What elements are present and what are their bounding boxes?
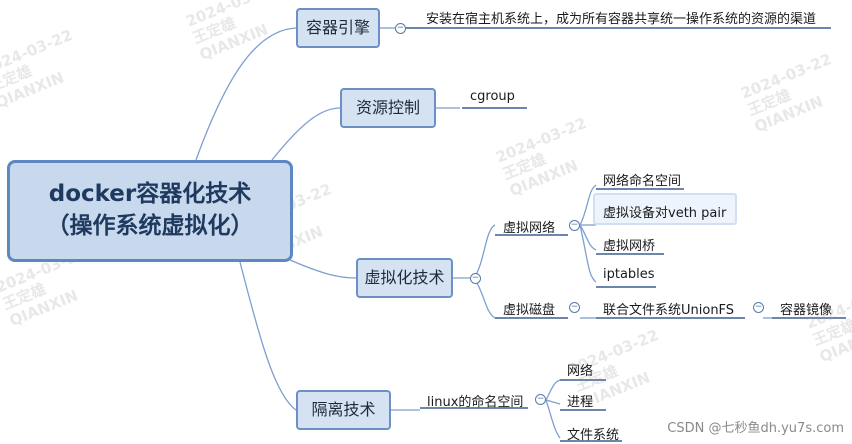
branch-container-engine[interactable]: 容器引擎 [296,8,380,48]
namespace-label[interactable]: linux的命名空间 [427,395,524,410]
engine-detail: 安装在宿主机系统上，成为所有容器共享统一操作系统的资源的渠道 [426,12,817,27]
network-item[interactable]: 虚拟网桥 [603,239,656,254]
branch-label: 隔离技术 [311,400,376,419]
branch-label: 资源控制 [355,98,420,117]
container-image-label[interactable]: 容器镜像 [780,303,833,318]
branch-label: 虚拟化技术 [364,268,445,287]
root-node[interactable]: docker容器化技术 （操作系统虚拟化） [7,160,293,262]
virtual-disk-label: 虚拟磁盘 [503,303,556,318]
virtual-network-label: 虚拟网络 [503,221,556,236]
network-item[interactable]: 虚拟设备对veth pair [603,206,727,221]
collapse-toggle-icon[interactable]: − [535,394,546,405]
unionfs-label[interactable]: 联合文件系统UnionFS [603,303,735,318]
network-item[interactable]: iptables [603,267,655,282]
collapse-toggle-icon[interactable]: − [569,302,580,313]
root-subtitle: （操作系统虚拟化） [46,213,254,239]
source-credit: CSDN @七秒鱼dh.yu7s.com [667,421,844,436]
namespace-item[interactable]: 网络 [567,364,594,379]
branch-resource-control[interactable]: 资源控制 [340,88,436,128]
namespace-item[interactable]: 进程 [567,395,594,410]
branch-isolation[interactable]: 隔离技术 [296,390,391,430]
collapse-toggle-icon[interactable]: − [753,302,764,313]
network-item[interactable]: 网络命名空间 [603,174,682,189]
namespace-item[interactable]: 文件系统 [567,428,620,443]
branch-virtualization[interactable]: 虚拟化技术 [356,258,453,298]
collapse-toggle-icon[interactable]: − [569,220,580,231]
resource-detail: cgroup [470,89,515,104]
selected-node-highlight[interactable] [593,193,737,225]
collapse-toggle-icon[interactable]: − [470,273,481,284]
root-title: docker容器化技术 [48,181,252,207]
branch-label: 容器引擎 [305,18,370,37]
collapse-toggle-icon[interactable]: − [395,23,406,34]
